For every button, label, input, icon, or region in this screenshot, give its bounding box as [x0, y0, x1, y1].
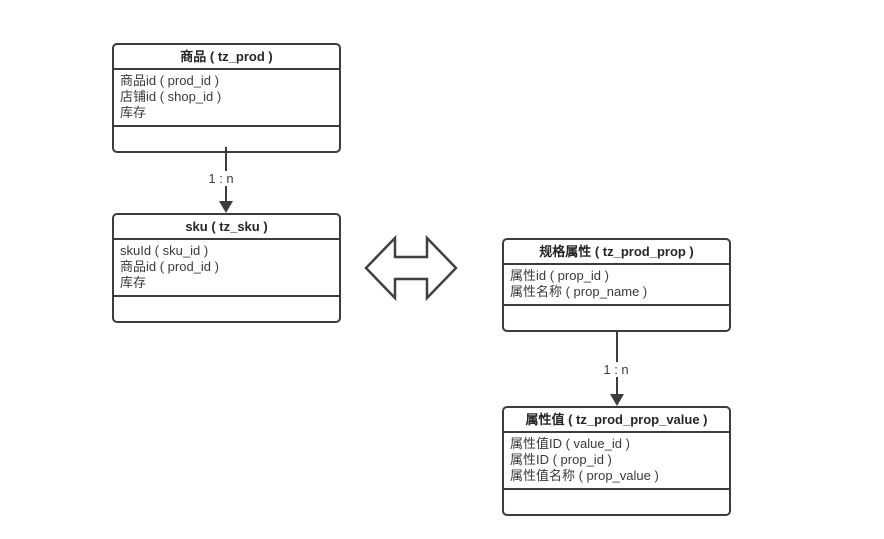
entity-table-prop-value[interactable]: 属性值 ( tz_prod_prop_value ) 属性值ID ( value…	[502, 406, 731, 516]
arrowhead-down-icon	[610, 394, 624, 406]
table-title: 商品 ( tz_prod )	[114, 45, 339, 70]
cardinality-label: 1 : n	[205, 171, 237, 186]
table-field: 属性值ID ( value_id )	[510, 436, 630, 451]
table-title: 属性值 ( tz_prod_prop_value )	[504, 408, 729, 433]
table-fields: skuId ( sku_id ) 商品id ( prod_id ) 库存	[114, 240, 339, 297]
table-title: 规格属性 ( tz_prod_prop )	[504, 240, 729, 265]
entity-table-prod[interactable]: 商品 ( tz_prod ) 商品id ( prod_id ) 店铺id ( s…	[112, 43, 341, 153]
table-field: 库存	[120, 105, 147, 120]
table-fields: 属性id ( prop_id ) 属性名称 ( prop_name )	[504, 265, 729, 306]
table-footer-empty	[504, 306, 729, 330]
arrowhead-down-icon	[219, 201, 233, 213]
table-fields: 商品id ( prod_id ) 店铺id ( shop_id ) 库存	[114, 70, 339, 127]
table-field: 商品id ( prod_id )	[120, 73, 219, 88]
table-footer-empty	[114, 297, 339, 321]
table-field: 属性id ( prop_id )	[510, 268, 609, 283]
table-field: 属性名称 ( prop_name )	[510, 284, 648, 299]
table-field: skuId ( sku_id )	[120, 243, 209, 258]
table-field: 库存	[120, 275, 147, 290]
cardinality-label: 1 : n	[600, 362, 632, 377]
table-fields: 属性值ID ( value_id ) 属性ID ( prop_id ) 属性值名…	[504, 433, 729, 490]
table-field: 店铺id ( shop_id )	[120, 89, 222, 104]
table-field: 商品id ( prod_id )	[120, 259, 219, 274]
table-footer-empty	[504, 490, 729, 514]
table-field: 属性ID ( prop_id )	[510, 452, 612, 467]
entity-table-sku[interactable]: sku ( tz_sku ) skuId ( sku_id ) 商品id ( p…	[112, 213, 341, 323]
entity-table-prod-prop[interactable]: 规格属性 ( tz_prod_prop ) 属性id ( prop_id ) 属…	[502, 238, 731, 332]
table-field: 属性值名称 ( prop_value )	[510, 468, 659, 483]
double-arrow-icon	[364, 234, 458, 302]
table-title: sku ( tz_sku )	[114, 215, 339, 240]
